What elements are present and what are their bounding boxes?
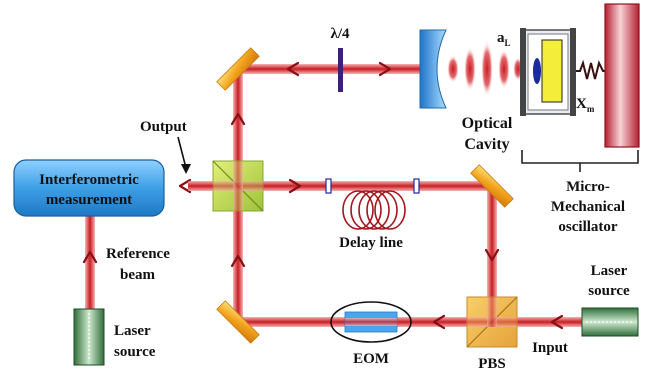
x-m-label: Xm xyxy=(576,96,595,114)
arrow-top-left xyxy=(286,61,300,77)
arrow-top-right xyxy=(378,61,392,77)
interferometric-label-line2: measurement xyxy=(46,192,132,208)
reference-beam-label-line2: beam xyxy=(120,267,156,283)
lambda-quarter-label: λ/4 xyxy=(330,26,350,42)
mirror-top-left xyxy=(216,47,260,91)
mirror-right xyxy=(470,164,514,208)
arrow-reference-up xyxy=(82,250,98,264)
delay-line-label: Delay line xyxy=(339,235,403,251)
input-label: Input xyxy=(532,340,568,356)
laser-source-left-label-line1: Laser xyxy=(114,323,151,339)
cavity-input-mirror xyxy=(419,29,447,109)
mirror-bottom-left xyxy=(216,300,260,344)
pbs-label: PBS xyxy=(478,356,506,372)
output-pointer-arrow xyxy=(177,136,191,174)
arrow-bottom-left xyxy=(432,314,446,330)
beam-top xyxy=(238,64,420,74)
a-l-label: aL xyxy=(497,30,511,48)
arrow-output-left xyxy=(178,178,192,194)
output-label: Output xyxy=(140,119,187,135)
beam-arrows xyxy=(82,61,564,330)
cavity-field-lobes xyxy=(447,41,523,97)
oscillator-fixed-wall xyxy=(604,3,640,148)
laser-source-right xyxy=(581,307,639,337)
reference-beam-label-line1: Reference xyxy=(106,246,170,262)
oscillator-bracket xyxy=(521,150,639,172)
laser-source-left xyxy=(73,308,105,366)
laser-source-right-label-line1: Laser xyxy=(591,263,628,279)
beam-input xyxy=(490,317,582,327)
eom-beam-pass xyxy=(345,318,397,326)
beam-middle xyxy=(188,181,495,191)
pbs-cube xyxy=(466,296,518,348)
mechanical-label: Mechanical xyxy=(551,199,625,215)
arrow-left-up-upper xyxy=(230,112,246,126)
beam-reference xyxy=(85,215,95,310)
arrow-right-down xyxy=(484,248,500,262)
arrow-middle-right xyxy=(288,178,302,194)
delay-line-fiber xyxy=(325,178,420,230)
optical-cavity-label-line1: Optical xyxy=(462,115,513,132)
mechanical-resonator xyxy=(520,28,576,116)
eom-label: EOM xyxy=(353,351,389,367)
laser-source-left-label-line2: source xyxy=(114,344,156,360)
beam-splitter-output xyxy=(188,160,264,212)
interferometric-label-line1: Interferometric xyxy=(39,172,139,188)
beam-right-vertical xyxy=(487,186,497,322)
micro-label: Micro- xyxy=(566,179,610,195)
laser-source-right-label-line2: source xyxy=(588,283,630,299)
spring-icon xyxy=(576,59,607,80)
arrow-left-up-lower xyxy=(230,254,246,268)
quarter-waveplate xyxy=(338,48,343,92)
eom-outline xyxy=(330,301,412,343)
oscillator-label: oscillator xyxy=(558,219,617,235)
arrow-input-left xyxy=(550,314,564,330)
optical-cavity-label-line2: Cavity xyxy=(464,136,509,153)
interferometric-measurement-box xyxy=(13,159,165,217)
